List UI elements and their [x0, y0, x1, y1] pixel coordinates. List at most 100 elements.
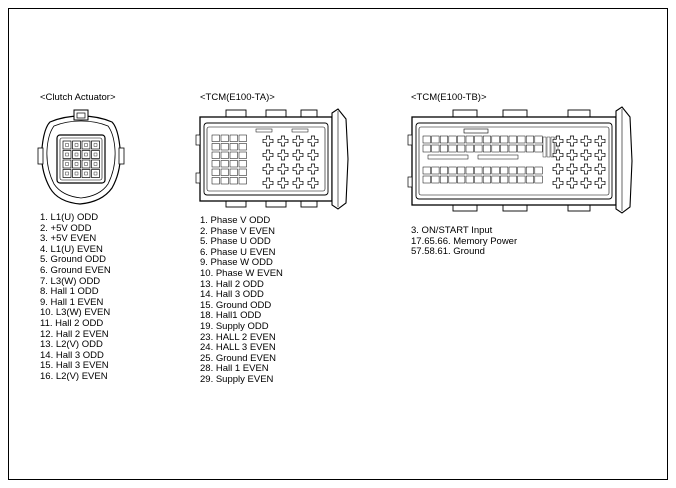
pin-cavity: [220, 134, 229, 142]
diagram-frame: [8, 8, 668, 480]
pin-cavity: [525, 135, 534, 144]
pin-cavity: [457, 175, 466, 184]
pin-cavity: [500, 175, 509, 184]
power-cavity: [566, 149, 578, 161]
pin-description: 23. HALL 2 EVEN: [200, 331, 276, 343]
pin-cavity: [448, 144, 457, 153]
pin-terminal: [84, 143, 88, 147]
pin-cavity: [431, 144, 440, 153]
pin-cavity: [431, 135, 440, 144]
pin-cavity: [229, 143, 238, 151]
power-cavity: [307, 163, 319, 175]
pin-terminal: [93, 152, 98, 157]
pin-cavity: [500, 166, 509, 175]
pin-cavity: [211, 151, 220, 159]
power-cavity: [262, 177, 274, 189]
power-cavity: [594, 135, 606, 147]
pin-cavity: [431, 166, 440, 175]
pin-description: 3. ON/START Input: [411, 225, 493, 236]
power-cavity: [580, 135, 592, 147]
pin-cavity: [491, 166, 500, 175]
power-cavity: [307, 177, 319, 189]
pin-description: 17.65.66. Memory Power: [411, 235, 518, 247]
power-cavity: [552, 177, 564, 189]
pin-cavity: [465, 175, 474, 184]
pin-cavity: [211, 143, 220, 151]
power-cavity: [580, 177, 592, 189]
pin-cavity: [508, 175, 517, 184]
pin-cavity: [229, 160, 238, 168]
pin-description: 15. Ground ODD: [200, 299, 272, 311]
pin-cavity: [457, 135, 466, 144]
pin-cavity: [534, 144, 543, 153]
pin-cavity: [508, 144, 517, 153]
pin-cavity: [431, 175, 440, 184]
pin-description: 1. L1(U) ODD: [40, 212, 99, 223]
pin-cavity: [482, 135, 491, 144]
pin-description: 15. Hall 3 EVEN: [40, 360, 109, 372]
pin-description: 9. Hall 1 EVEN: [40, 296, 104, 308]
pin-cavity: [482, 166, 491, 175]
pin-cavity: [439, 166, 448, 175]
power-cavity: [580, 163, 592, 175]
pin-description: 7. L3(W) ODD: [40, 275, 101, 287]
pin-cavity: [500, 144, 509, 153]
pin-description: 16. L2(V) EVEN: [40, 370, 108, 382]
power-cavity: [292, 177, 304, 189]
pin-cavity: [525, 166, 534, 175]
pin-cavity: [220, 168, 229, 176]
power-cavity: [277, 149, 289, 161]
pin-terminal: [93, 143, 98, 147]
pin-cavity: [474, 144, 483, 153]
power-cavity: [552, 163, 564, 175]
pin-cavity: [534, 166, 543, 175]
pin-cavity: [220, 143, 229, 151]
pin-terminal: [65, 152, 69, 157]
power-cavity: [262, 163, 274, 175]
pin-description: 11. Hall 2 ODD: [40, 317, 104, 329]
pin-cavity: [474, 166, 483, 175]
pin-terminal: [74, 162, 79, 166]
pin-terminal: [74, 152, 79, 157]
pin-cavity: [422, 166, 431, 175]
pin-cavity: [491, 175, 500, 184]
pin-cavity: [238, 160, 247, 168]
key-slot: [477, 154, 519, 160]
pin-cavity: [525, 144, 534, 153]
pin-cavity: [517, 175, 526, 184]
pin-cavity: [457, 166, 466, 175]
key-slot: [427, 154, 469, 160]
pin-cavity: [465, 135, 474, 144]
power-cavity: [594, 163, 606, 175]
power-cavity: [292, 135, 304, 147]
pin-description: 5. Phase U ODD: [200, 236, 271, 248]
pin-cavity: [220, 177, 229, 185]
pin-cavity: [482, 175, 491, 184]
tcm-b-title: <TCM(E100-TB)>: [411, 92, 487, 103]
pin-cavity: [422, 135, 431, 144]
clutch-actuator-title: <Clutch Actuator>: [40, 92, 116, 103]
pin-description: 8. Hall 1 ODD: [40, 286, 99, 298]
pin-cavity: [238, 134, 247, 142]
pin-terminal: [65, 143, 69, 147]
pin-description: 57.58.61. Ground: [411, 246, 485, 258]
pin-cavity: [422, 144, 431, 153]
pin-description: 12. Hall 2 EVEN: [40, 328, 109, 340]
pin-cavity: [211, 134, 220, 142]
power-cavity: [277, 135, 289, 147]
pin-description: 6. Phase U EVEN: [200, 246, 276, 258]
pin-cavity: [542, 136, 547, 158]
pin-description: 13. Hall 2 ODD: [200, 278, 264, 290]
pin-cavity: [229, 177, 238, 185]
pin-description: 5. Ground ODD: [40, 254, 106, 266]
pin-cavity: [491, 135, 500, 144]
power-cavity: [307, 149, 319, 161]
tcm-a-title: <TCM(E100-TA)>: [200, 92, 275, 103]
pin-description: 3. +5V EVEN: [40, 233, 97, 245]
pin-cavity: [238, 177, 247, 185]
pin-cavity: [229, 168, 238, 176]
clutch-actuator-connector: [37, 109, 125, 205]
pin-terminal: [74, 171, 79, 176]
pin-cavity: [448, 135, 457, 144]
pin-cavity: [220, 151, 229, 159]
